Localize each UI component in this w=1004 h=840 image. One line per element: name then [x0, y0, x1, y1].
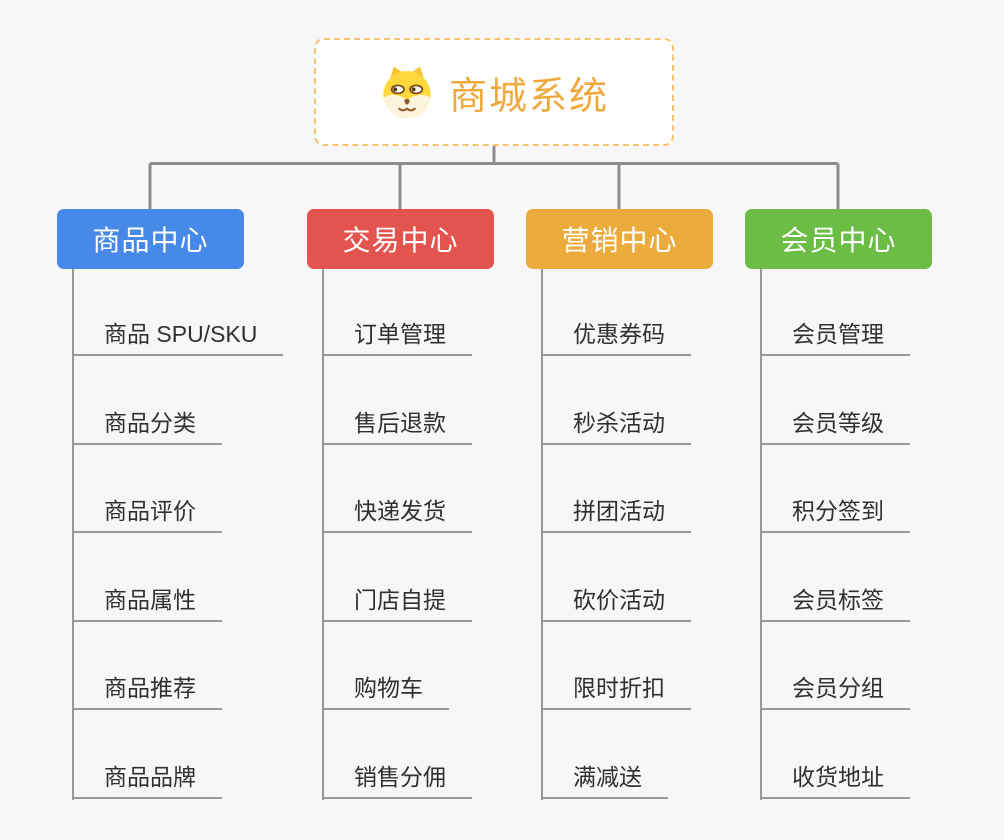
leaf-node[interactable]: 快递发货	[322, 483, 472, 533]
leaf-node[interactable]: 售后退款	[322, 395, 472, 445]
leaf-node[interactable]: 商品品牌	[72, 749, 222, 799]
branch-node-member-center[interactable]: 会员中心	[745, 209, 932, 269]
root-node-label: 商城系统	[448, 75, 609, 118]
leaf-node[interactable]: 销售分佣	[322, 749, 472, 799]
leaf-node[interactable]: 秒杀活动	[541, 395, 691, 445]
leaf-node[interactable]: 限时折扣	[541, 660, 691, 710]
shiba-dog-icon	[383, 66, 431, 119]
leaf-node[interactable]: 收货地址	[760, 749, 910, 799]
leaf-node[interactable]: 购物车	[322, 660, 449, 710]
root-node[interactable]: 商城系统	[314, 38, 674, 146]
branch-node-products-center[interactable]: 商品中心	[57, 209, 244, 269]
leaf-node[interactable]: 商品 SPU/SKU	[72, 306, 284, 356]
leaf-node[interactable]: 会员管理	[760, 306, 910, 356]
branch-trunk-line	[72, 269, 74, 800]
branch-node-marketing-center[interactable]: 营销中心	[526, 209, 713, 269]
leaf-node[interactable]: 拼团活动	[541, 483, 691, 533]
leaf-node[interactable]: 商品评价	[72, 483, 222, 533]
leaf-node[interactable]: 满减送	[541, 749, 668, 799]
leaf-node[interactable]: 门店自提	[322, 572, 472, 622]
branch-node-trade-center[interactable]: 交易中心	[307, 209, 494, 269]
leaf-node[interactable]: 商品推荐	[72, 660, 222, 710]
branch-trunk-line	[322, 269, 324, 800]
leaf-node[interactable]: 积分签到	[760, 483, 910, 533]
leaf-node[interactable]: 会员分组	[760, 660, 910, 710]
leaf-node[interactable]: 商品分类	[72, 395, 222, 445]
leaf-node[interactable]: 订单管理	[322, 306, 472, 356]
branch-trunk-line	[760, 269, 762, 800]
leaf-node[interactable]: 会员标签	[760, 572, 910, 622]
leaf-node[interactable]: 商品属性	[72, 572, 222, 622]
leaf-node[interactable]: 会员等级	[760, 395, 910, 445]
leaf-node[interactable]: 优惠券码	[541, 306, 691, 356]
branch-trunk-line	[541, 269, 543, 800]
leaf-node[interactable]: 砍价活动	[541, 572, 691, 622]
